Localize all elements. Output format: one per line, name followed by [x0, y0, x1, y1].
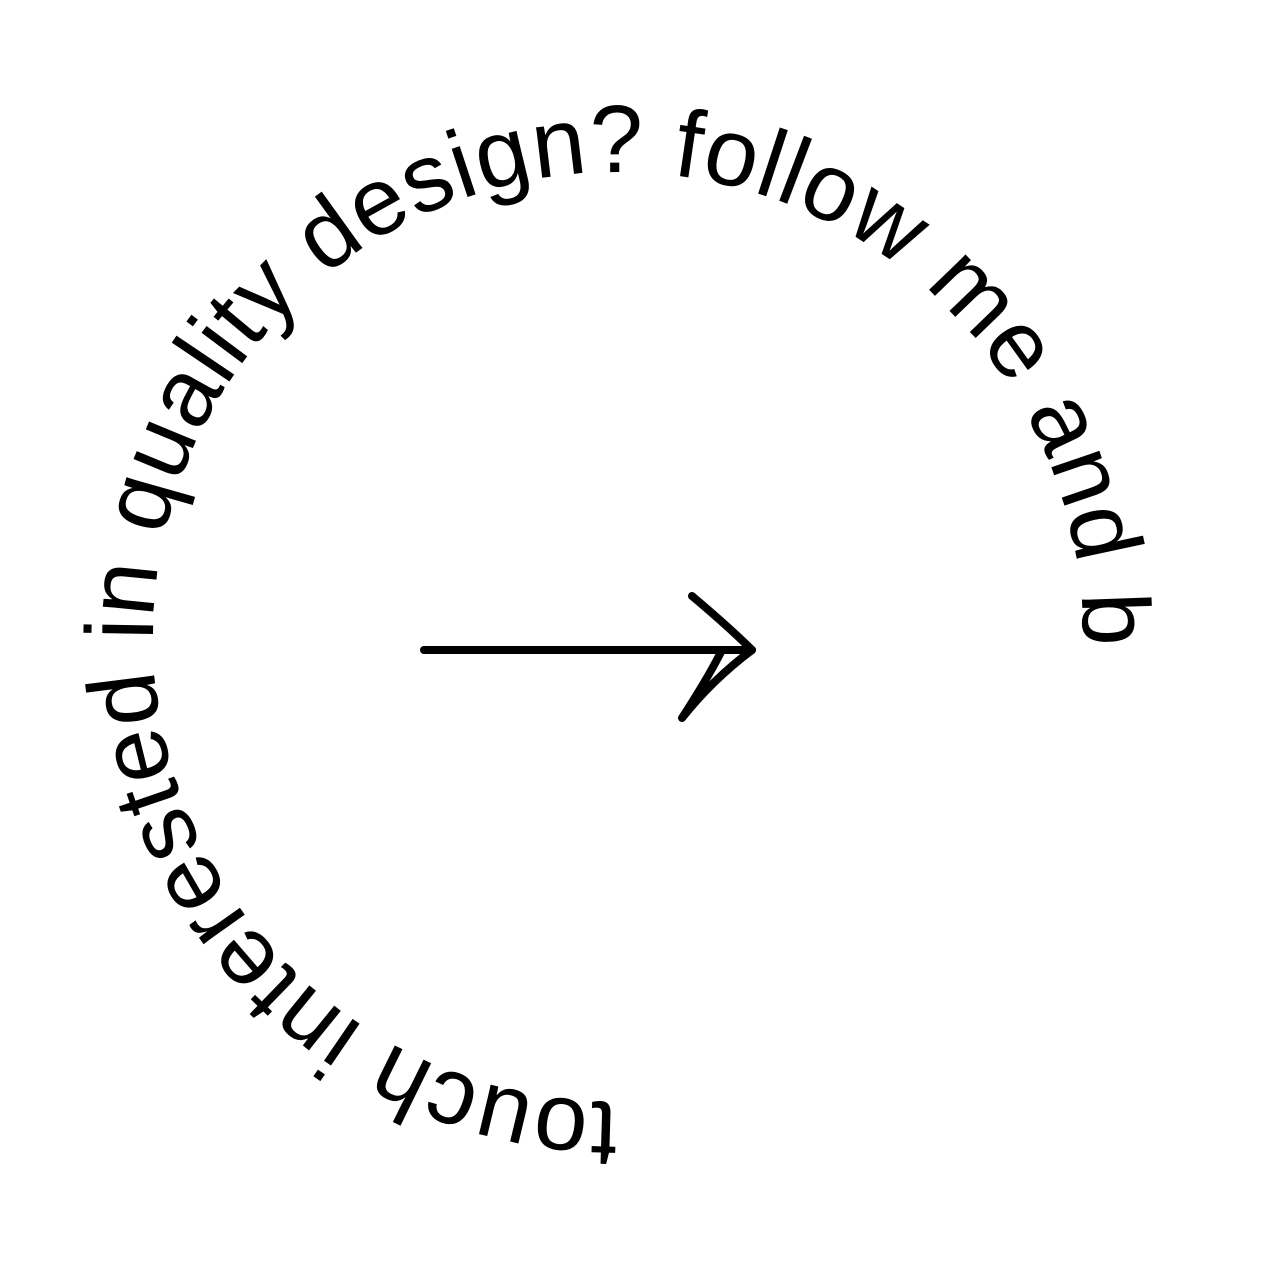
arrow-right-icon — [420, 592, 756, 722]
circular-text: touch interested in quality design? foll… — [67, 86, 1170, 1188]
circular-text-path: touch interested in quality design? foll… — [67, 86, 1169, 1188]
